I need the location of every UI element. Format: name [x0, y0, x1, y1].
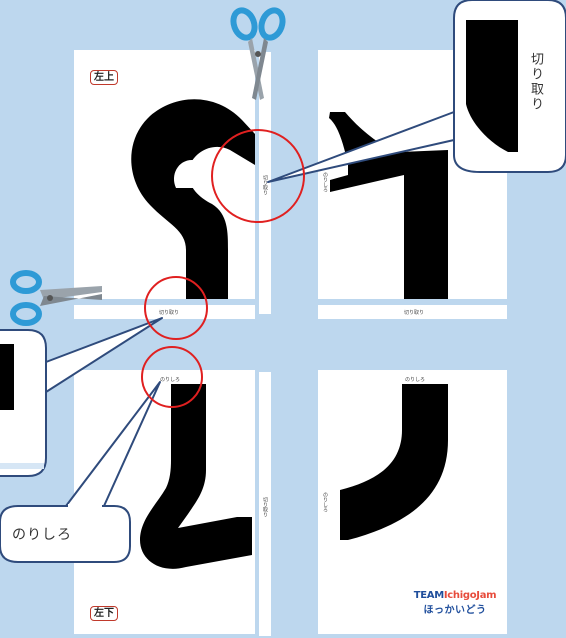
callout-cut-text: 切り取り — [526, 52, 545, 112]
callout-cut-left-pointer — [46, 318, 162, 392]
callout-cut-preview-cover — [456, 113, 460, 139]
highlight-circle-horizontal-cut — [145, 277, 207, 339]
callout-glue-cover — [68, 504, 102, 509]
callout-cut-pointer — [268, 112, 454, 182]
callout-glue-pointer — [66, 382, 160, 506]
callout-left-bottom-strip — [0, 463, 44, 469]
callout-cut-left-preview — [0, 344, 14, 410]
scissors-top-icon — [230, 7, 286, 100]
callout-glue-text: のりしろ — [12, 524, 72, 544]
highlight-circle-glue — [142, 347, 202, 407]
scissors-left-icon — [13, 273, 102, 323]
